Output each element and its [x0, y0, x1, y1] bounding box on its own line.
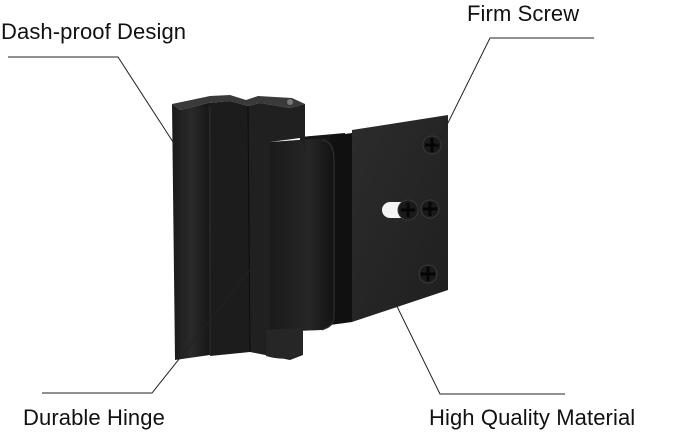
leader-line-high-quality-material	[384, 281, 565, 395]
callout-lines	[8, 37, 594, 395]
screw-icon	[422, 135, 442, 155]
callout-dash-proof-design: Dash-proof Design	[1, 19, 187, 44]
leader-line-durable-hinge	[42, 254, 263, 394]
callout-durable-hinge: Durable Hinge	[23, 405, 165, 430]
screw-icon	[418, 264, 438, 284]
leader-line-firm-screw	[436, 37, 594, 146]
slot-screw-icon	[382, 199, 419, 221]
hinge-arm	[270, 138, 335, 332]
callout-firm-screw: Firm Screw	[467, 1, 580, 26]
callout-high-quality-material: High Quality Material	[429, 405, 636, 430]
leader-line-dash-proof	[8, 56, 176, 146]
lock-post	[172, 95, 305, 360]
screw-icon	[420, 199, 440, 219]
